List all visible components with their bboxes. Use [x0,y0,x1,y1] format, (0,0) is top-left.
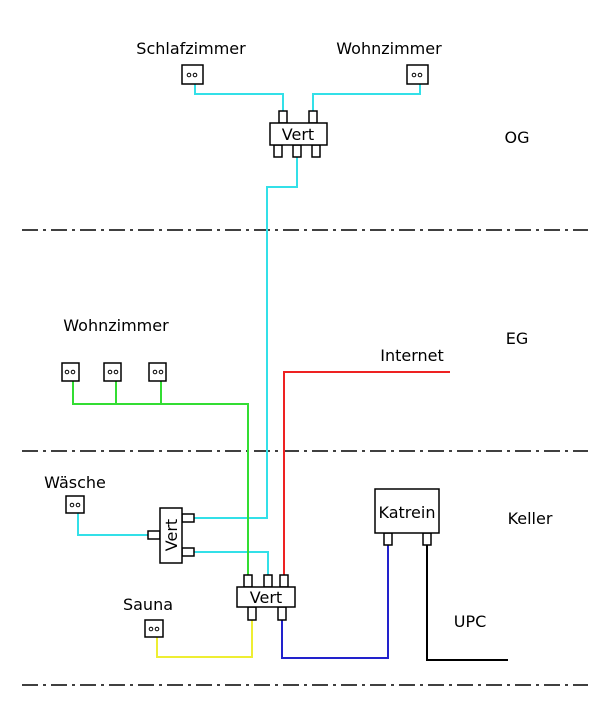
label-floor-keller: Keller [508,509,553,528]
cable-og-riser [194,157,298,519]
socket-wohnzimmer-eg-1 [61,362,80,382]
splitter-og: Vert [269,110,328,158]
label-floor-og: OG [505,128,530,147]
cable-sauna [156,620,253,658]
socket-wohnzimmer-eg-3 [148,362,167,382]
splitter-keller-main: Vert [236,574,296,621]
socket-schlafzimmer [181,64,204,85]
label-waesche: Wäsche [44,473,106,492]
cable-waesche [77,505,148,536]
label-sauna: Sauna [123,595,173,614]
label-upc: UPC [454,612,487,631]
label-floor-eg: EG [506,329,529,348]
cable-internet [283,371,450,575]
splitter-og-label: Vert [282,125,314,144]
cable-upc [426,545,508,661]
socket-waesche [65,495,85,514]
socket-wohnzimmer-og [406,64,429,85]
label-schlafzimmer: Schlafzimmer [136,39,246,58]
splitter-keller-main-label: Vert [250,588,282,607]
label-wohnzimmer-og: Wohnzimmer [336,39,442,58]
socket-sauna [144,619,164,638]
label-wohnzimmer-eg: Wohnzimmer [63,316,169,335]
splitter-keller-side-label: Vert [162,519,181,551]
splitter-keller-side: Vert [147,507,195,564]
cable-schlafzimmer [194,75,284,111]
cable-amp [281,545,389,659]
amplifier-katrein: Katrein [374,488,440,546]
cable-side-to-main-vert [194,551,269,575]
label-internet: Internet [380,346,444,365]
amplifier-katrein-label: Katrein [379,503,436,522]
socket-wohnzimmer-eg-2 [103,362,122,382]
cable-wohnzimmer-og [312,75,421,111]
